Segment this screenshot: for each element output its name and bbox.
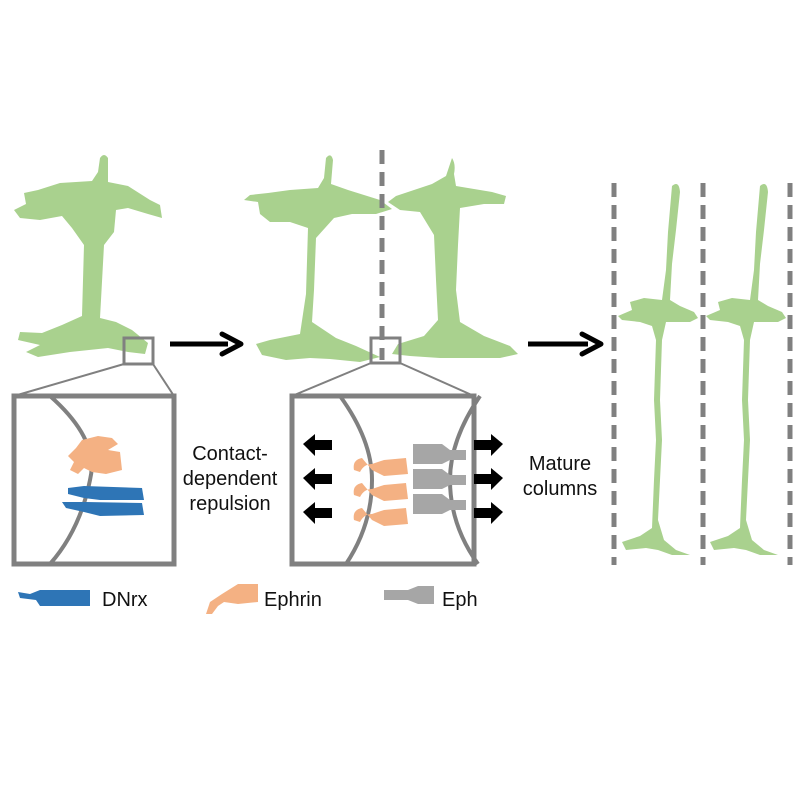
eph-proteins <box>413 444 466 514</box>
ephrin-proteins <box>353 458 408 526</box>
zoom-line <box>291 362 372 397</box>
zoom-line <box>152 363 175 397</box>
neuron-stage-2-left <box>244 155 392 362</box>
legend: DNrx Ephrin Eph <box>18 584 478 614</box>
legend-item-dnrx: DNrx <box>18 589 148 611</box>
repulsion-arrows-right <box>474 434 503 524</box>
legend-item-eph: Eph <box>384 586 478 611</box>
label-contact-line3: repulsion <box>189 493 270 515</box>
repulsion-arrows-left <box>303 434 332 524</box>
inset-panel-ephrin-eph <box>289 393 503 567</box>
progression-arrow-2 <box>528 331 604 357</box>
neuron-stage-1 <box>14 155 162 357</box>
ephrin-glyph-icon <box>206 584 258 614</box>
neuron-stage-2-right <box>388 158 518 358</box>
ephrin-protein-cluster <box>68 436 122 474</box>
zoom-line <box>399 362 475 397</box>
left-arrow-icon <box>303 434 332 456</box>
label-mature-line1: Mature <box>529 453 591 475</box>
label-contact-line1: Contact- <box>192 443 268 465</box>
label-contact-line2: dependent <box>183 468 278 490</box>
zoom-region-box-2 <box>369 336 402 365</box>
eph-glyph-icon <box>384 586 434 604</box>
legend-label-dnrx: DNrx <box>102 589 148 611</box>
dnrx-glyph-icon <box>18 590 90 606</box>
left-arrow-icon <box>303 502 332 524</box>
legend-label-eph: Eph <box>442 589 478 611</box>
right-arrow-icon <box>474 502 503 524</box>
dnrx-protein-cluster <box>62 486 144 516</box>
right-arrow-icon <box>474 434 503 456</box>
membrane-curve-left <box>338 394 375 566</box>
zoom-region-box-1 <box>122 336 155 366</box>
mature-neuron-1 <box>618 184 698 555</box>
zoom-line <box>13 363 125 397</box>
column-boundaries <box>611 183 793 565</box>
membrane-curve <box>48 394 94 566</box>
label-mature-line2: columns <box>523 478 597 500</box>
right-arrow-icon <box>474 468 503 490</box>
inset-panel-dnrx <box>11 393 177 567</box>
legend-label-ephrin: Ephrin <box>264 589 322 611</box>
mature-neuron-2 <box>706 184 786 555</box>
legend-item-ephrin: Ephrin <box>206 584 322 614</box>
progression-arrow-1 <box>170 331 244 357</box>
left-arrow-icon <box>303 468 332 490</box>
